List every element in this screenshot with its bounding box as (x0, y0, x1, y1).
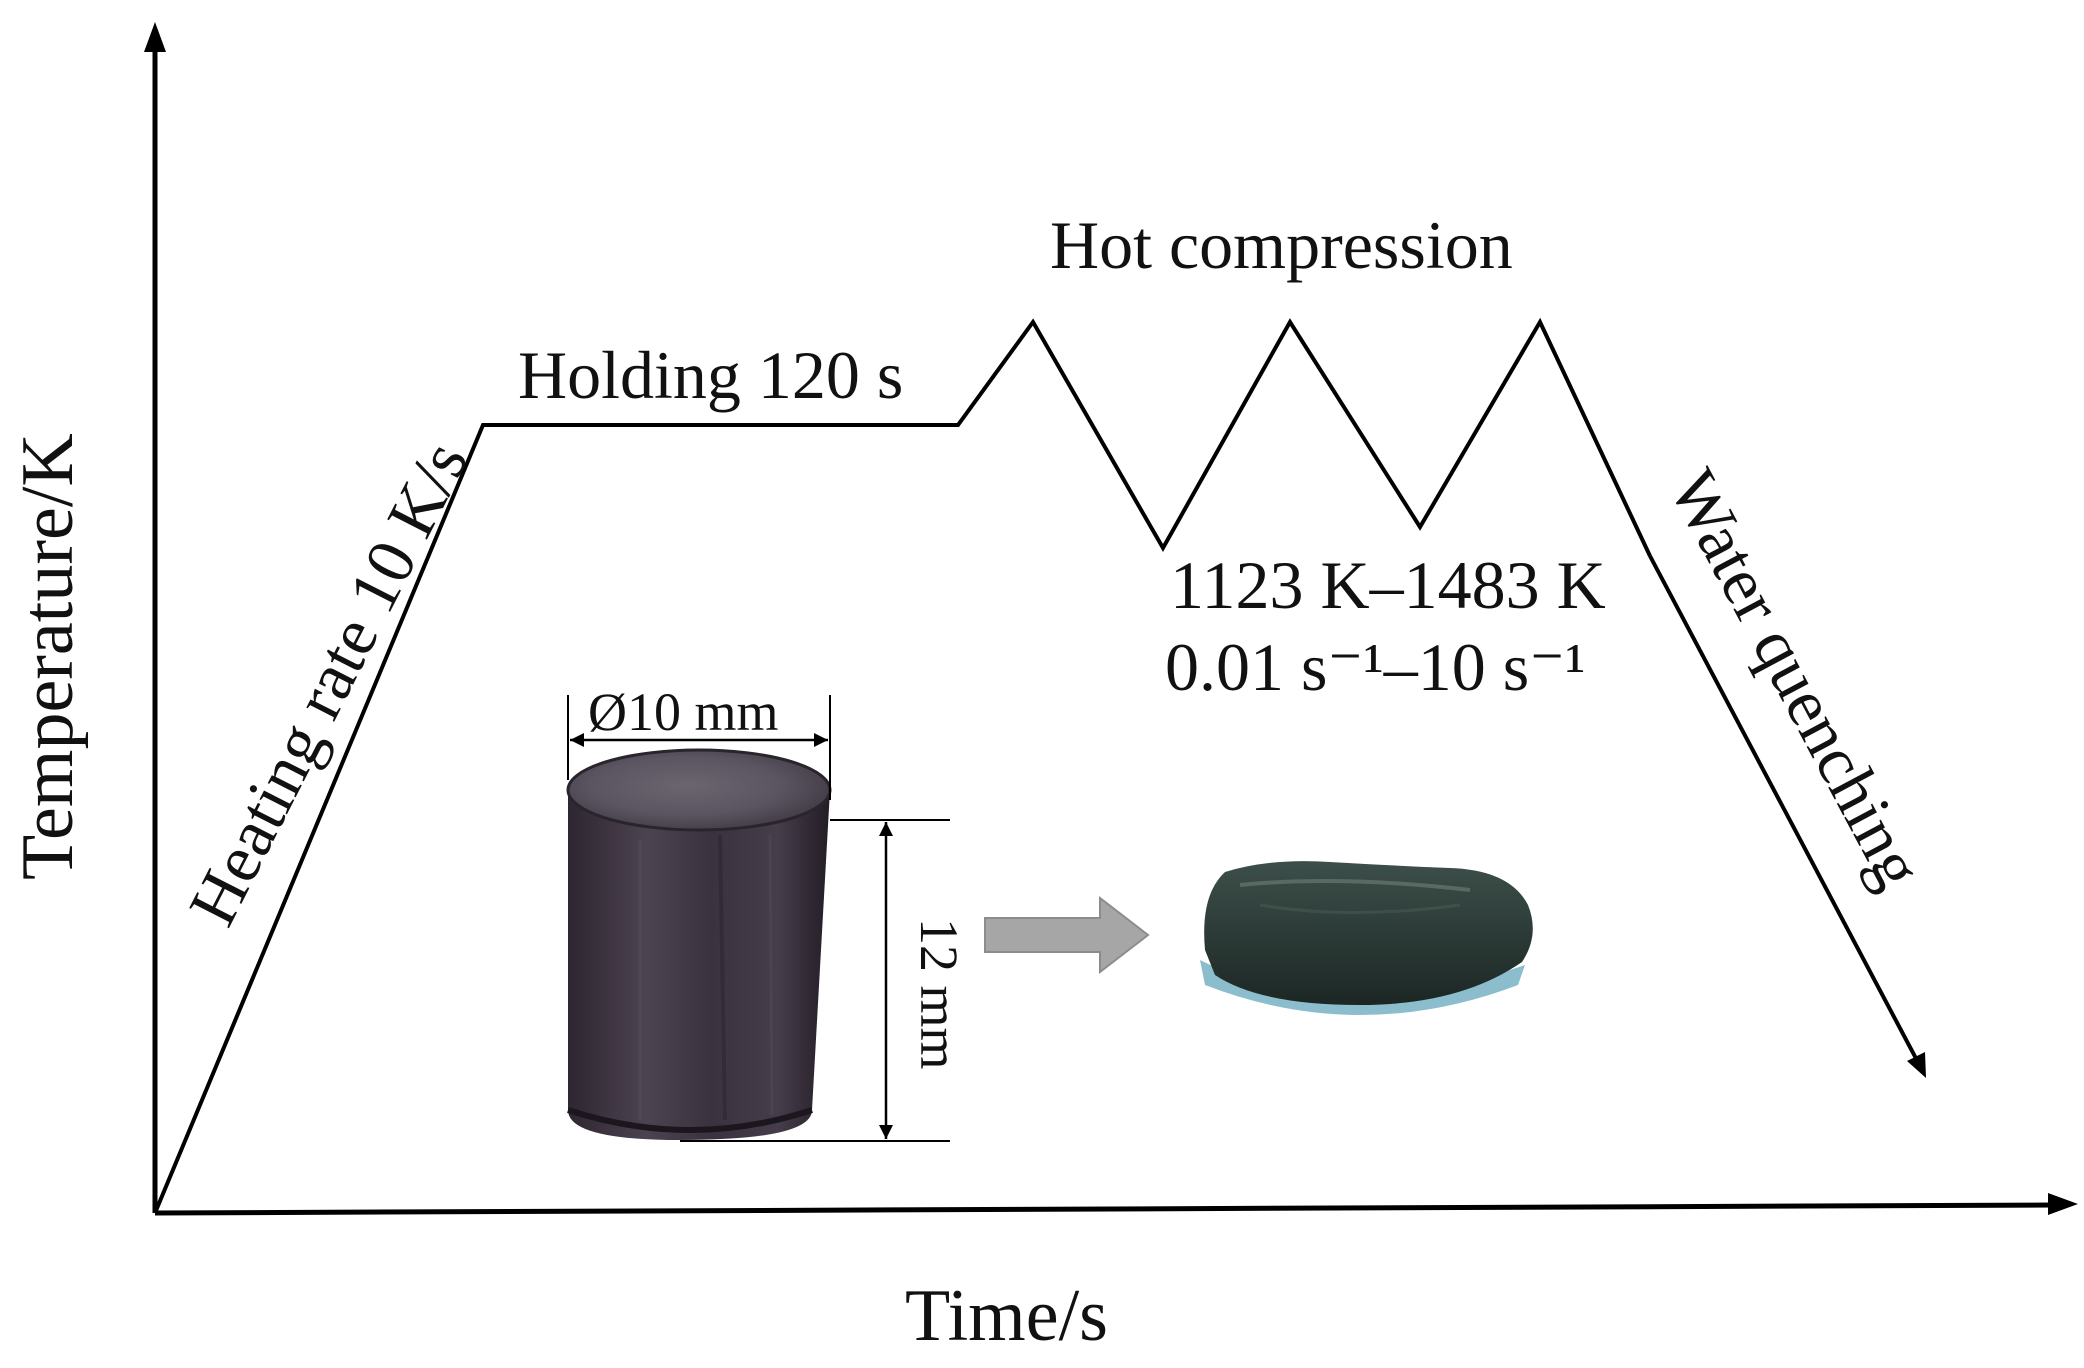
quench-arrow-line (1648, 555, 1922, 1067)
hot-compression-label: Hot compression (1050, 207, 1513, 283)
height-dimension (680, 819, 950, 1142)
y-axis-arrow (144, 22, 166, 52)
cylinder-specimen-image (566, 748, 832, 1140)
y-axis-label: Temperature/K (7, 433, 89, 880)
compressed-specimen-image (1200, 861, 1533, 1015)
strain-rate-range-label: 0.01 s⁻¹–10 s⁻¹ (1165, 629, 1585, 705)
x-axis (154, 1202, 2056, 1216)
x-axis-arrow (2048, 1193, 2078, 1215)
holding-label: Holding 120 s (518, 337, 903, 413)
temperature-range-label: 1123 K–1483 K (1170, 547, 1606, 623)
transform-arrow (984, 895, 1150, 975)
x-axis-label: Time/s (905, 1275, 1108, 1357)
height-label: 12 mm (909, 918, 969, 1070)
heating-rate-label: Heating rate 10 K/s (174, 430, 483, 937)
quench-arrow-head (1907, 1052, 1926, 1078)
diameter-dimension (567, 695, 831, 800)
temperature-profile-line (153, 317, 1652, 1214)
diameter-label: Ø10 mm (588, 682, 779, 742)
